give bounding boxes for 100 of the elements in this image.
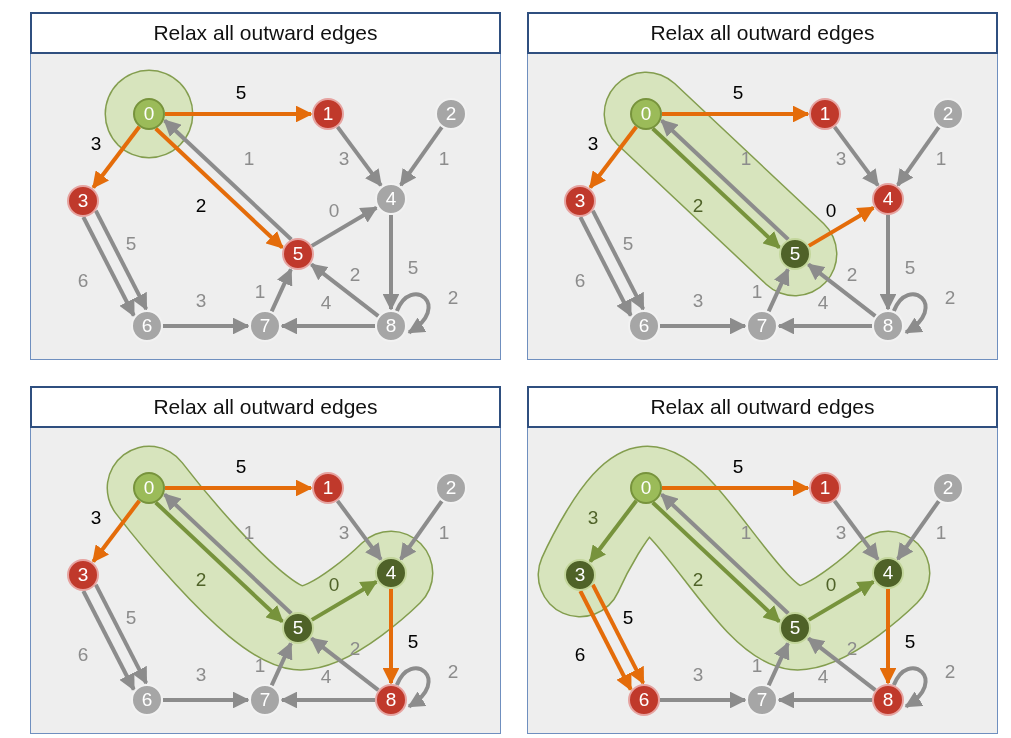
edge-weight: 2: [195, 570, 207, 590]
graph-node: 7: [249, 310, 281, 342]
edge-weight: 1: [935, 149, 947, 169]
panel-title: Relax all outward edges: [527, 12, 998, 54]
edge-weight: 3: [338, 149, 350, 169]
arrow: [81, 590, 136, 691]
edge-weight: 5: [904, 632, 916, 652]
arrow: [879, 215, 897, 311]
arrow: [660, 317, 747, 335]
edge-weight: 3: [835, 523, 847, 543]
arrow: [578, 216, 633, 317]
arrow: [310, 205, 378, 248]
edge-weight: 3: [90, 134, 102, 154]
graph-node: 3: [564, 185, 596, 217]
arrow: [662, 479, 810, 497]
graph-node: 1: [809, 98, 841, 130]
arrow: [591, 209, 645, 311]
arrow: [892, 292, 928, 335]
arrow: [578, 590, 633, 691]
edge-weight: 3: [338, 523, 350, 543]
edge-weight: 6: [574, 645, 586, 665]
arrow: [165, 479, 313, 497]
edge-weight: 1: [254, 282, 266, 302]
graph-node: 3: [67, 559, 99, 591]
arrow: [651, 501, 781, 623]
arrow: [269, 267, 293, 313]
panel: [527, 12, 998, 360]
arrow: [269, 641, 293, 687]
edge-weight: 1: [740, 523, 752, 543]
arrow: [91, 125, 141, 189]
arrow: [832, 499, 880, 561]
edge-weight: 4: [320, 667, 332, 687]
panel: [30, 12, 501, 360]
edge-weight: 2: [692, 196, 704, 216]
arrow: [807, 262, 877, 318]
edge-weight: 1: [438, 523, 450, 543]
panel-title: Relax all outward edges: [527, 386, 998, 428]
arrow: [660, 493, 790, 615]
panel: [30, 386, 501, 734]
arrow: [777, 317, 872, 335]
edge-weight: 5: [407, 632, 419, 652]
edge-weight: 2: [846, 265, 858, 285]
edge-weight: 5: [235, 83, 247, 103]
arrow: [163, 691, 250, 709]
arrow: [807, 579, 875, 622]
edge-weight: 6: [77, 271, 89, 291]
arrow: [94, 583, 148, 685]
graph-node: 8: [872, 310, 904, 342]
arrow: [662, 105, 810, 123]
graph-node: 2: [932, 98, 964, 130]
graph-node: 8: [872, 684, 904, 716]
arrow: [280, 691, 375, 709]
edge-weight: 6: [574, 271, 586, 291]
graph-node: 1: [809, 472, 841, 504]
arrow: [154, 501, 284, 623]
arrow: [766, 641, 790, 687]
edge-weight: 1: [243, 523, 255, 543]
arrow: [165, 105, 313, 123]
edge-weight: 2: [692, 570, 704, 590]
arrow: [163, 119, 293, 241]
edge-weight: 5: [622, 608, 634, 628]
graph-node: 2: [435, 98, 467, 130]
arrow: [91, 499, 141, 563]
arrow: [163, 317, 250, 335]
panel-title: Relax all outward edges: [30, 12, 501, 54]
arrow: [892, 666, 928, 709]
arrow: [395, 666, 431, 709]
edge-weight: 1: [751, 656, 763, 676]
arrow: [395, 292, 431, 335]
edge-weight: 5: [125, 608, 137, 628]
edge-weight: 1: [243, 149, 255, 169]
edge-weight: 1: [751, 282, 763, 302]
edge-weight: 3: [195, 665, 207, 685]
edge-weight: 0: [825, 575, 837, 595]
arrow: [807, 205, 875, 248]
edge-weight: 3: [587, 508, 599, 528]
edge-weight: 2: [944, 288, 956, 308]
edge-weight: 4: [817, 293, 829, 313]
edge-weight: 5: [622, 234, 634, 254]
arrow: [660, 119, 790, 241]
graph-node: 7: [746, 684, 778, 716]
graph-node: 3: [67, 185, 99, 217]
edge-weight: 1: [254, 656, 266, 676]
edge-weight: 3: [90, 508, 102, 528]
graph-node: 1: [312, 472, 344, 504]
graph-node: 4: [872, 183, 904, 215]
arrow: [766, 267, 790, 313]
arrow: [382, 589, 400, 685]
graph-node: 7: [249, 684, 281, 716]
edge-weight: 3: [195, 291, 207, 311]
graph-node: 6: [628, 310, 660, 342]
edge-weight: 0: [825, 201, 837, 221]
graph-node: 1: [312, 98, 344, 130]
graph-node: 6: [131, 684, 163, 716]
edge-weight: 2: [447, 288, 459, 308]
arrow: [335, 125, 383, 187]
arrow: [896, 125, 941, 187]
edge-weight: 2: [447, 662, 459, 682]
arrow: [399, 499, 444, 561]
edge-weight: 0: [328, 575, 340, 595]
